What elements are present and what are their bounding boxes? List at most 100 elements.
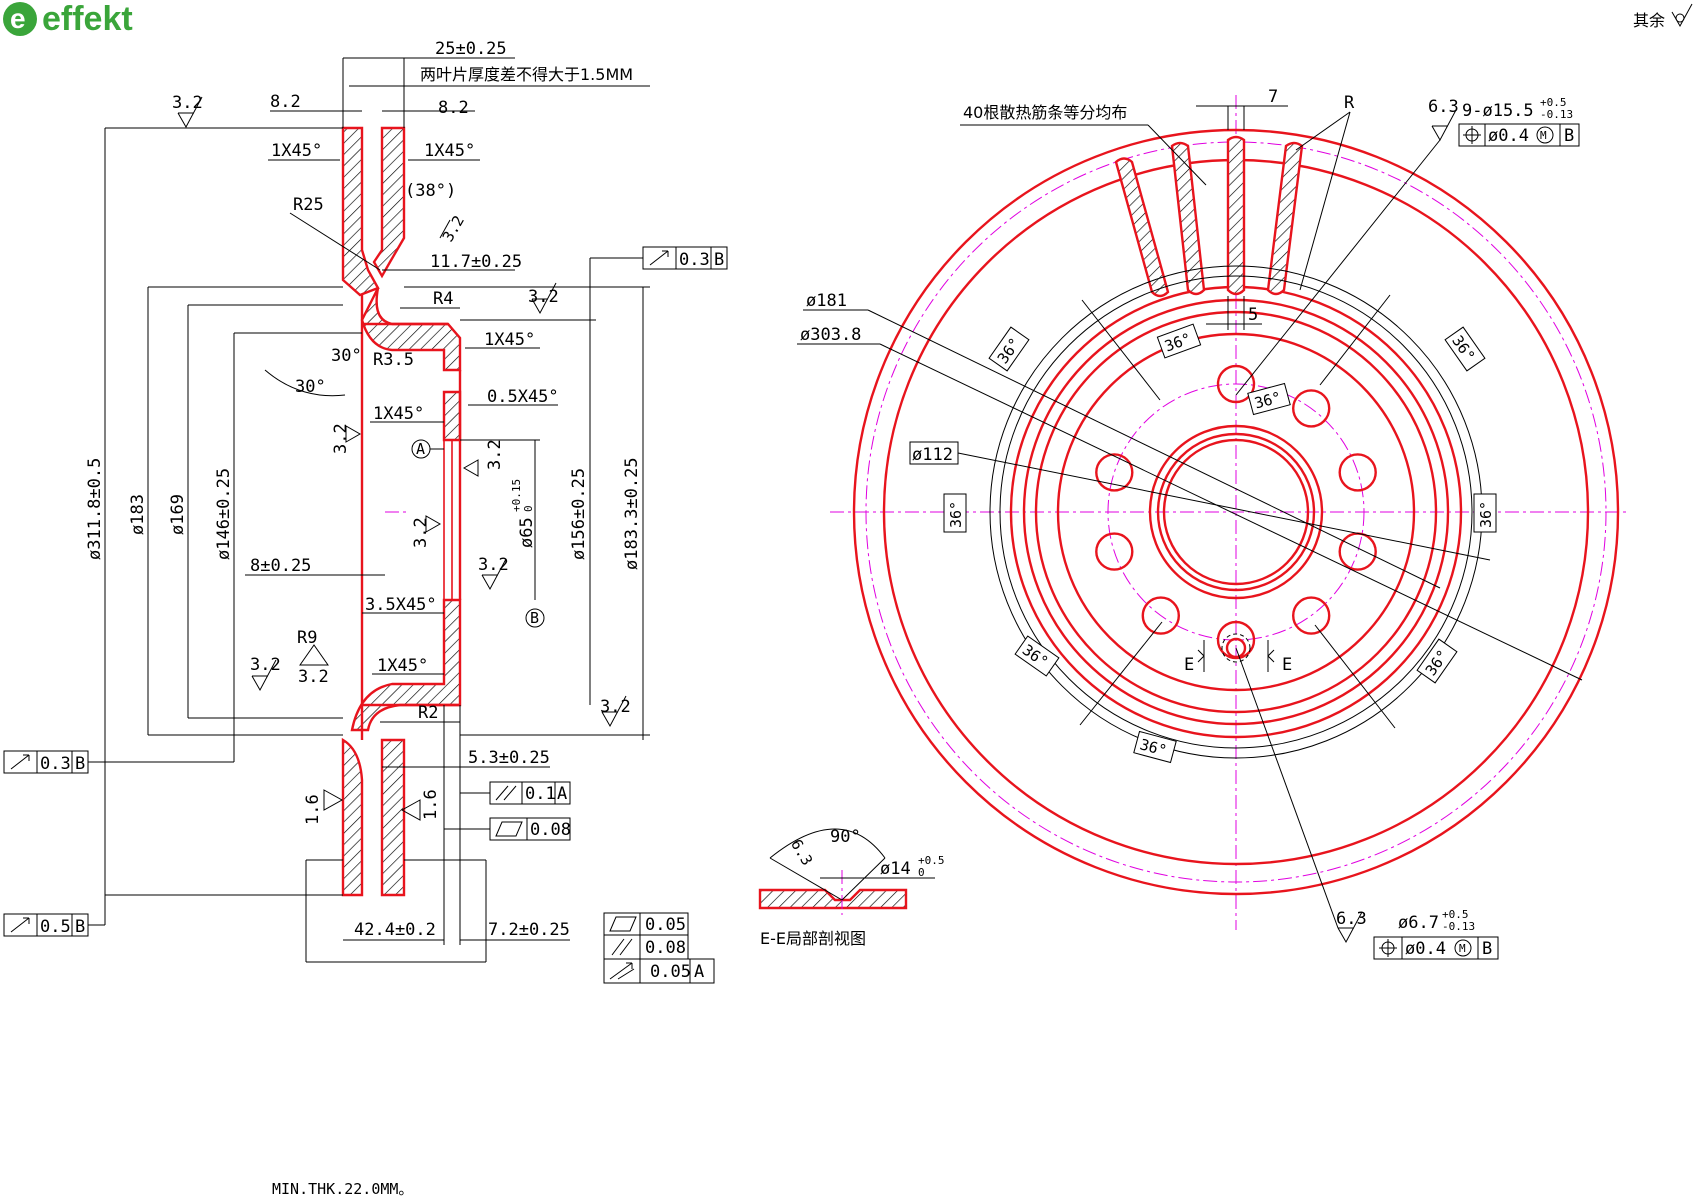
vanes-note: 40根散热筋条等分均布: [963, 103, 1127, 122]
bolt-hole: [1291, 596, 1331, 635]
angle-label: 36°: [1416, 638, 1458, 684]
svg-text:0.3: 0.3: [679, 250, 710, 270]
vane: [1114, 157, 1170, 298]
datum-b-marker: [525, 608, 545, 628]
footer-note: MIN.THK.22.0MM。: [272, 1180, 413, 1198]
radius-9: R9: [297, 628, 317, 648]
svg-text:0.05: 0.05: [645, 915, 686, 935]
svg-text:M: M: [1540, 129, 1547, 142]
chamfer-3-5: 3.5X45°: [365, 595, 437, 615]
chamfer-1x45-mid: 1X45°: [373, 404, 424, 424]
bolt-hole: [1095, 453, 1134, 492]
vane: [1170, 141, 1206, 296]
cooling-vanes: [1114, 135, 1304, 298]
svg-text:-0.13: -0.13: [1442, 920, 1475, 933]
roughness-symbol: 3.2: [600, 695, 631, 728]
front-view: 40根散热筋条等分均布 7 5 R ø181 ø303.8 ø112: [797, 87, 1630, 960]
chamfer-hub: 1X45°: [484, 330, 535, 350]
svg-text:+0.5: +0.5: [1442, 908, 1469, 921]
datum-a-label: A: [416, 440, 425, 458]
svg-text:0.05: 0.05: [650, 962, 691, 982]
svg-text:3.2: 3.2: [250, 655, 281, 675]
total-runout-icon: [609, 962, 635, 980]
bolt-hole: [1338, 453, 1377, 492]
svg-text:0.08: 0.08: [645, 938, 686, 958]
pcd-outer: [865, 141, 1607, 883]
svg-text:A: A: [557, 784, 567, 804]
right-plate-bottom: [380, 738, 406, 897]
dim-7-2: 7.2±0.25: [488, 920, 570, 940]
svg-text:3.2: 3.2: [331, 423, 351, 454]
dim-left-plate: 8.2: [270, 92, 301, 112]
fcf-flatness: 0.08: [444, 817, 571, 841]
circle-169: [1034, 310, 1438, 714]
svg-text:0.08: 0.08: [530, 820, 571, 840]
runout-icon: [649, 250, 669, 266]
roughness-symbol: 3.2: [439, 212, 468, 244]
bolt-hole: [1141, 596, 1181, 635]
bolt-hole: [1338, 532, 1377, 571]
svg-text:3.2: 3.2: [600, 697, 631, 717]
angle-label: 36°: [1133, 730, 1177, 764]
parallel-icon: [495, 785, 517, 801]
dia-311-8: ø311.8±0.5: [85, 458, 105, 560]
runout-icon: [10, 917, 30, 933]
svg-text:3.2: 3.2: [298, 667, 329, 687]
svg-text:6.3: 6.3: [1336, 909, 1367, 929]
detail-rough: 6.3: [787, 836, 816, 868]
svg-text:B: B: [75, 917, 85, 937]
dia-183: ø183: [128, 494, 148, 535]
dim-5-3: 5.3±0.25: [468, 748, 550, 768]
small-hole-callout: [1221, 633, 1251, 663]
svg-text:6.3: 6.3: [1428, 97, 1459, 117]
detail-title: E-E局部剖视图: [760, 929, 866, 948]
fcf-stack: 0.05 0.08 0.05 A: [603, 912, 715, 984]
dia-183-3: ø183.3±0.25: [622, 457, 642, 570]
brand-logo: e effekt: [3, 0, 133, 38]
svg-text:+0.5: +0.5: [1540, 96, 1567, 109]
roughness-symbol: 3.2: [250, 655, 281, 692]
roughness-symbol-general: [1671, 3, 1693, 28]
right-plate-top: [372, 126, 406, 279]
hub-top-flange: [360, 287, 462, 372]
dim-right-plate: 8.2: [438, 98, 469, 118]
dim-vane-5: 5: [1248, 305, 1258, 325]
angle-label: 36°: [988, 326, 1030, 372]
fcf-runout-bottom: 0.5 B: [3, 895, 106, 937]
svg-text:-0.13: -0.13: [1540, 108, 1573, 121]
fcf-parallel: 0.1 A: [460, 781, 571, 805]
svg-text:0.3: 0.3: [40, 754, 71, 774]
bolt-hole: [1095, 532, 1134, 571]
dim-42-4: 42.4±0.2: [354, 920, 436, 940]
dia-156: ø156±0.25: [569, 468, 589, 560]
angle-30-b: 30°: [295, 377, 326, 397]
left-plate: [341, 126, 380, 297]
dia-169: ø169: [168, 494, 188, 535]
dia-112: ø112: [912, 445, 953, 465]
dim-vane-7: 7: [1268, 87, 1278, 107]
small-hole-spec: ø6.7: [1398, 913, 1439, 933]
svg-text:3.2: 3.2: [485, 439, 505, 470]
surface-note: 其余: [1633, 11, 1665, 30]
svg-text:ø0.4: ø0.4: [1488, 126, 1529, 146]
roughness-symbol: 3.2: [331, 423, 362, 454]
dia-146: ø146±0.25: [214, 468, 234, 560]
svg-text:A: A: [694, 962, 704, 982]
svg-text:0.1: 0.1: [525, 784, 556, 804]
vane: [1266, 141, 1304, 296]
radius-2: R2: [418, 703, 438, 723]
bolt-hole: [1291, 389, 1331, 428]
chamfer-1x45-low: 1X45°: [377, 656, 428, 676]
svg-text:e: e: [10, 3, 26, 34]
small-hole-callout-fcf: 6.3 ø6.7 +0.5 -0.13 ø0.4 M B: [1235, 647, 1499, 960]
parallel-icon: [611, 938, 633, 956]
dia-303-8: ø303.8: [800, 325, 861, 345]
svg-text:ø0.4: ø0.4: [1405, 939, 1446, 959]
dim-8: 8±0.25: [250, 556, 311, 576]
roughness-symbol: 3.2: [298, 644, 329, 687]
roughness-symbol: 3.2: [528, 282, 559, 315]
svg-text:3.2: 3.2: [478, 555, 509, 575]
angle-label: 36°: [1473, 493, 1497, 533]
angle-30-a: 30°: [331, 346, 362, 366]
